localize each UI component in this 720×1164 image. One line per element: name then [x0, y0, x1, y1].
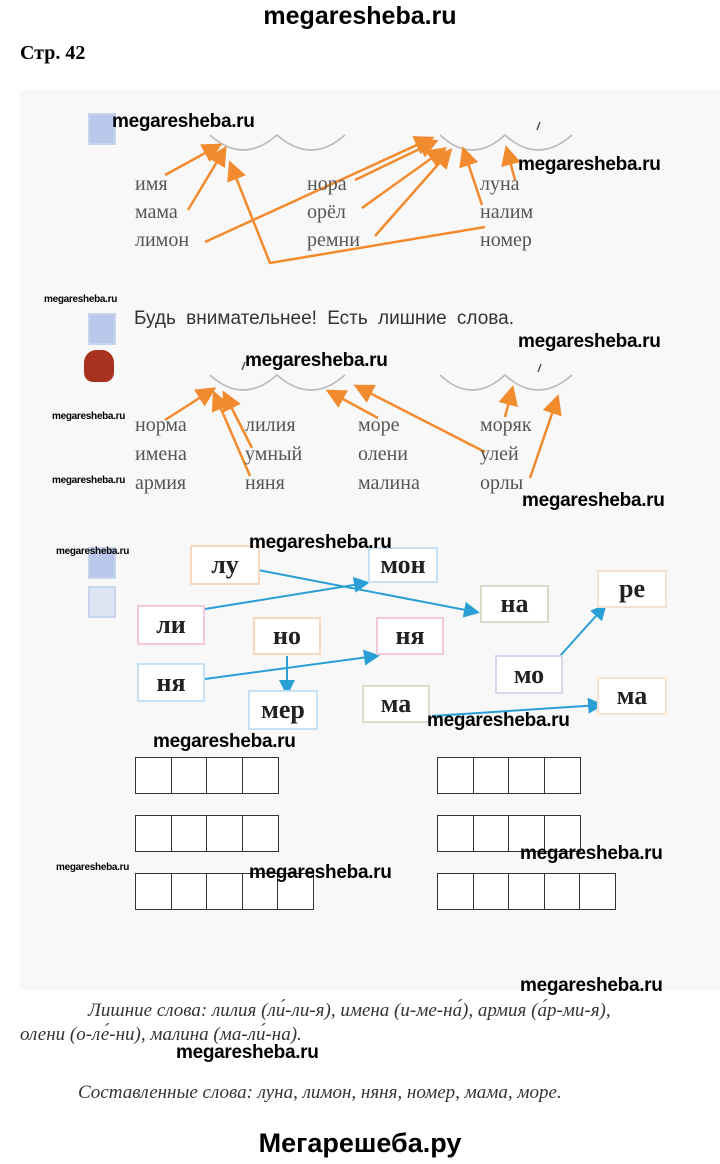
word: налим [480, 201, 534, 223]
letter-grid [135, 873, 314, 910]
syllable-box: мо [495, 655, 563, 694]
watermark: megaresheba.ru [153, 731, 296, 752]
letter-grid [135, 815, 279, 852]
nib-icon [88, 586, 116, 618]
letter-grid [437, 873, 616, 910]
letter-grid [437, 757, 581, 794]
watermark: megaresheba.ru [518, 331, 661, 352]
syllable-box: ня [137, 663, 205, 702]
syllable-box: мон [368, 547, 438, 583]
owl-icon [84, 350, 114, 382]
word: имя [135, 173, 168, 195]
syllable-box: лу [190, 545, 260, 585]
blue-arrows [204, 569, 607, 717]
syllable-box: ма [362, 685, 430, 723]
watermark: megaresheba.ru [112, 111, 255, 132]
word: малина [358, 472, 420, 494]
syllable-box: ре [597, 570, 667, 608]
word: улей [480, 443, 519, 465]
letter-grid [135, 757, 279, 794]
watermark: megaresheba.ru [249, 862, 392, 883]
page-number: Стр. 42 [20, 42, 86, 64]
pen-task-icon [88, 547, 116, 579]
footer-site: Мегарешеба.ру [258, 1128, 462, 1158]
word: море [358, 414, 400, 436]
word: моряк [480, 414, 532, 436]
word: орлы [480, 472, 524, 494]
pen-task-icon [88, 113, 116, 145]
syllable-box: на [480, 585, 549, 623]
word: мама [135, 201, 178, 223]
watermark: megaresheba.ru [52, 475, 126, 486]
watermark: megaresheba.ru [522, 490, 665, 511]
answer-extra-words-1: Лишние слова: лилия (ли́-ли-я), имена (и… [88, 1000, 611, 1021]
instruction: Будь внимательнее! Есть лишние слова. [134, 308, 515, 329]
watermark: megaresheba.ru [52, 411, 126, 422]
syllable-arcs [209, 133, 573, 391]
watermark: megaresheba.ru [245, 350, 388, 371]
word: лилия [245, 414, 296, 436]
word: нора [307, 173, 347, 195]
word: имена [135, 443, 187, 465]
word: ремни [307, 229, 360, 251]
word: армия [135, 472, 187, 494]
answer-composed-words: Составленные слова: луна, лимон, няня, н… [78, 1082, 562, 1103]
syllable-box: ли [137, 605, 205, 645]
syllable-box: ня [376, 617, 444, 655]
stress-marks [241, 121, 542, 373]
word: лимон [135, 229, 190, 251]
word: умный [245, 443, 303, 465]
watermark: megaresheba.ru [56, 546, 130, 557]
watermark: megaresheba.ru [520, 975, 663, 996]
watermark: megaresheba.ru [176, 1042, 319, 1063]
watermark: megaresheba.ru [427, 710, 570, 731]
pen-task-icon [88, 313, 116, 345]
syllable-box: ма [597, 677, 667, 715]
watermark: megaresheba.ru [56, 862, 130, 873]
word: номер [480, 229, 532, 251]
watermark: megaresheba.ru [249, 532, 392, 553]
word: луна [480, 173, 520, 195]
orange-arrows [164, 136, 562, 479]
word: няня [245, 472, 285, 494]
word: орёл [307, 201, 346, 223]
site-title: megaresheba.ru [263, 2, 457, 30]
syllable-box: мер [248, 690, 318, 730]
word: норма [135, 414, 187, 436]
answer-extra-words-2: олени (о-ле́-ни), малина (ма-ли́-на). [20, 1024, 302, 1045]
watermark: megaresheba.ru [520, 843, 663, 864]
letter-grid [437, 815, 581, 852]
syllable-box: но [253, 617, 321, 655]
watermark: megaresheba.ru [44, 294, 118, 305]
word: олени [358, 443, 408, 465]
watermark: megaresheba.ru [518, 154, 661, 175]
